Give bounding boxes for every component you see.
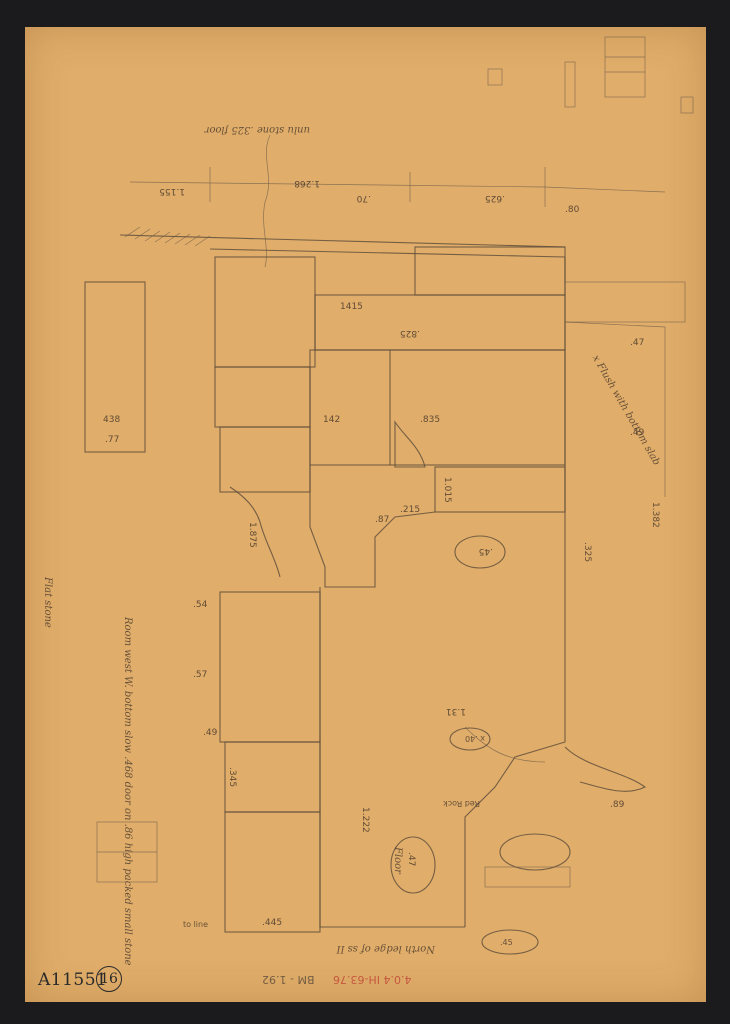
dim-438: 438 — [103, 415, 120, 425]
red-reference: 4.0.4 IH-63.76 — [333, 973, 412, 986]
dim-1015: 1.015 — [442, 477, 452, 503]
dim-1382: 1.382 — [650, 502, 660, 528]
dim-835: .835 — [420, 415, 440, 425]
sheet-number: 16 — [96, 966, 122, 992]
note-to-line: to line — [183, 920, 208, 929]
dim-1155: 1.155 — [159, 186, 185, 196]
dim-1222: 1.222 — [360, 807, 370, 833]
oval-40-label: x .40 — [465, 734, 485, 743]
dim-54: .54 — [193, 600, 208, 610]
dim-1415: 1415 — [340, 302, 363, 312]
inset-sketch-top-right — [487, 36, 694, 114]
dim-49: .49 — [203, 728, 218, 738]
note-room-west: Room west W. bottom slow .468 door on .8… — [122, 616, 133, 966]
dim-1875: 1.875 — [247, 522, 257, 548]
oval-45b — [481, 929, 539, 955]
dim-345: .345 — [227, 767, 237, 787]
dim-625: .625 — [485, 193, 505, 203]
main-walls — [84, 234, 686, 933]
dim-325: .325 — [582, 542, 592, 562]
top-dimension-lines — [129, 167, 666, 207]
dim-80: .80 — [565, 205, 580, 215]
hatching — [124, 226, 211, 247]
dim-47: .47 — [630, 338, 644, 348]
oval-45b-label: .45 — [500, 938, 513, 947]
dim-1268: 1.268 — [294, 178, 320, 188]
dim-70: .70 — [356, 193, 371, 203]
oval-45 — [454, 535, 506, 569]
dim-57: .57 — [193, 670, 207, 680]
note-x-stone: x Flush with bottom slab — [590, 353, 662, 467]
dim-87: .87 — [375, 515, 389, 525]
accession-number: A11551 — [38, 970, 108, 990]
pencil-reference: BM - 1.92 — [262, 973, 315, 986]
dim-89: .89 — [610, 800, 625, 810]
inset-sketch-bottom-left — [96, 821, 158, 883]
dim-215: .215 — [400, 505, 420, 515]
dim-131: 1.31 — [446, 706, 466, 716]
drawing-sheet: 1.155 1.268 .70 .625 .80 unlu stone .325… — [25, 27, 706, 1002]
dim-77: .77 — [105, 435, 119, 445]
pot-sketch — [499, 833, 571, 871]
note-flat: Flat stone — [42, 576, 53, 628]
dim-142: 142 — [323, 415, 340, 425]
note-north-ledge: North ledge of ss II — [336, 943, 436, 954]
pencil-survey-plan: 1.155 1.268 .70 .625 .80 unlu stone .325… — [42, 36, 694, 966]
oval-40 — [449, 727, 491, 751]
dim-49b: .49 — [630, 428, 645, 438]
oval-47 — [390, 836, 436, 894]
dim-825: .825 — [400, 328, 420, 338]
dim-445: .445 — [262, 918, 282, 928]
oval-45-label: .45 — [479, 546, 493, 556]
note-red-rock: Red Rock — [443, 799, 480, 808]
oval-47-label: .47 — [406, 852, 416, 866]
note-unlu-stone: unlu stone .325 floor — [203, 124, 310, 135]
note-floor: Floor — [392, 846, 403, 875]
